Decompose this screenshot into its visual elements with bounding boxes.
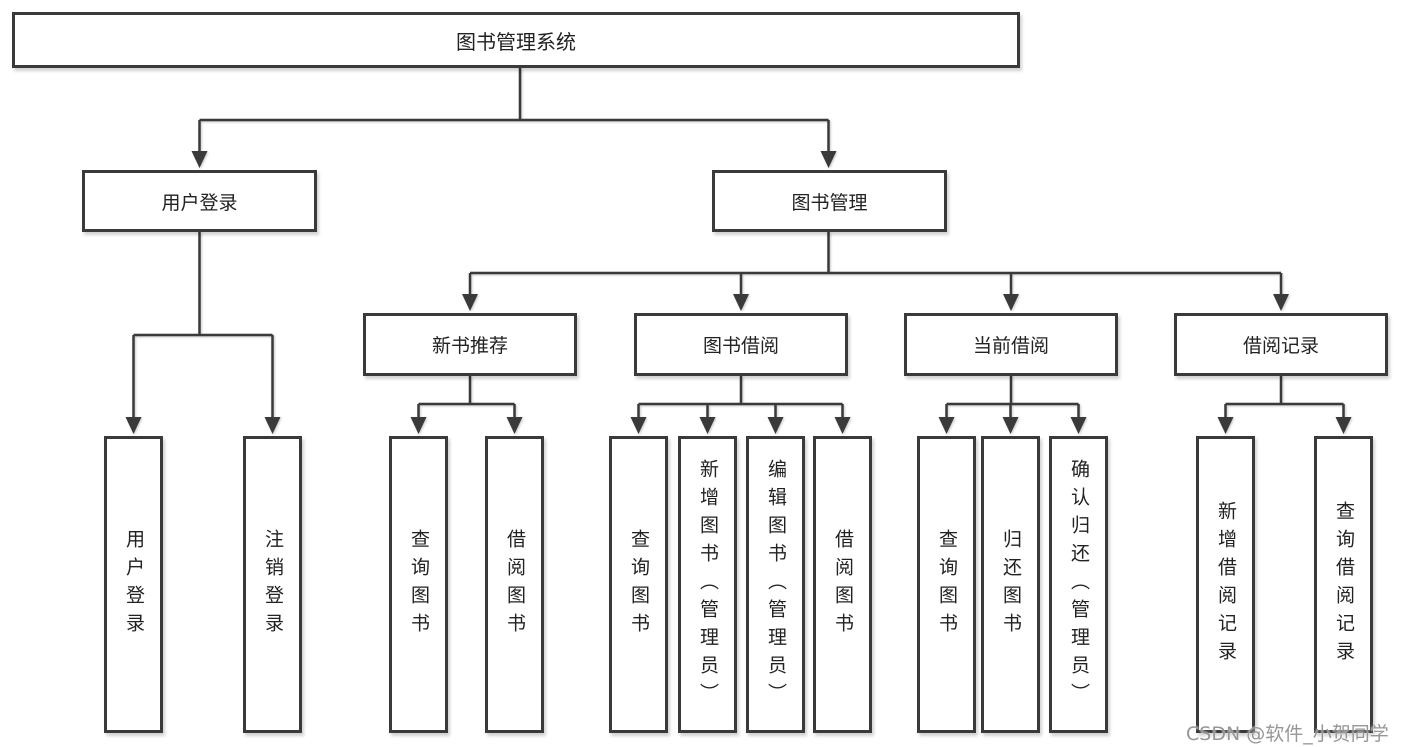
node-borrowing-records-label: 借阅记录 [1242,335,1319,357]
node-root-label: 图书管理系统 [456,29,576,54]
leaf-records-add-borrow-record: 新增借阅记录 [1196,436,1255,733]
node-current-borrowing: 当前借阅 [904,313,1118,376]
leaf-borrow-borrow-books-label: 借阅图书 [832,528,854,641]
leaf-user-login-label: 用户登录 [123,528,145,641]
leaf-borrow-edit-books-admin: 编辑图书（管理员） [746,436,805,733]
leaf-borrow-query-books: 查询图书 [609,436,668,733]
leaf-current-return-books: 归还图书 [981,436,1040,733]
node-current-borrowing-label: 当前借阅 [972,335,1049,357]
node-new-book-recommendation: 新书推荐 [363,313,577,376]
leaf-borrow-query-books-label: 查询图书 [628,528,650,641]
leaf-current-query-books-label: 查询图书 [936,528,958,641]
leaf-borrow-edit-books-admin-label: 编辑图书（管理员） [765,458,787,711]
node-user-login-label: 用户登录 [161,191,238,214]
watermark: CSDN @软件_小贺同学 [1186,723,1389,745]
node-book-borrowing: 图书借阅 [634,313,848,376]
leaf-records-query-borrow-record: 查询借阅记录 [1314,436,1373,733]
leaf-recommend-borrow-books: 借阅图书 [485,436,544,733]
node-root: 图书管理系统 [12,12,1020,68]
leaf-recommend-query-books: 查询图书 [389,436,448,733]
leaf-records-query-borrow-record-label: 查询借阅记录 [1333,500,1355,669]
node-borrowing-records: 借阅记录 [1174,313,1388,376]
leaf-user-login: 用户登录 [104,436,163,733]
leaf-current-confirm-return-admin-label: 确认归还（管理员） [1068,458,1090,711]
leaf-borrow-add-books-admin-label: 新增图书（管理员） [697,458,719,711]
leaf-current-return-books-label: 归还图书 [1000,528,1022,641]
leaf-recommend-borrow-books-label: 借阅图书 [504,528,526,641]
node-book-management-label: 图书管理 [791,191,868,214]
node-book-management: 图书管理 [712,170,947,232]
leaf-recommend-query-books-label: 查询图书 [408,528,430,641]
node-user-login: 用户登录 [82,170,317,232]
leaf-current-query-books: 查询图书 [917,436,976,733]
node-book-borrowing-label: 图书借阅 [702,335,779,357]
leaf-borrow-borrow-books: 借阅图书 [813,436,872,733]
leaf-current-confirm-return-admin: 确认归还（管理员） [1049,436,1108,733]
leaf-logout: 注销登录 [243,436,302,733]
leaf-logout-label: 注销登录 [262,528,284,641]
node-new-book-recommendation-label: 新书推荐 [431,335,508,357]
arrowheads [125,151,1352,434]
leaf-records-add-borrow-record-label: 新增借阅记录 [1215,500,1237,669]
leaf-borrow-add-books-admin: 新增图书（管理员） [678,436,737,733]
